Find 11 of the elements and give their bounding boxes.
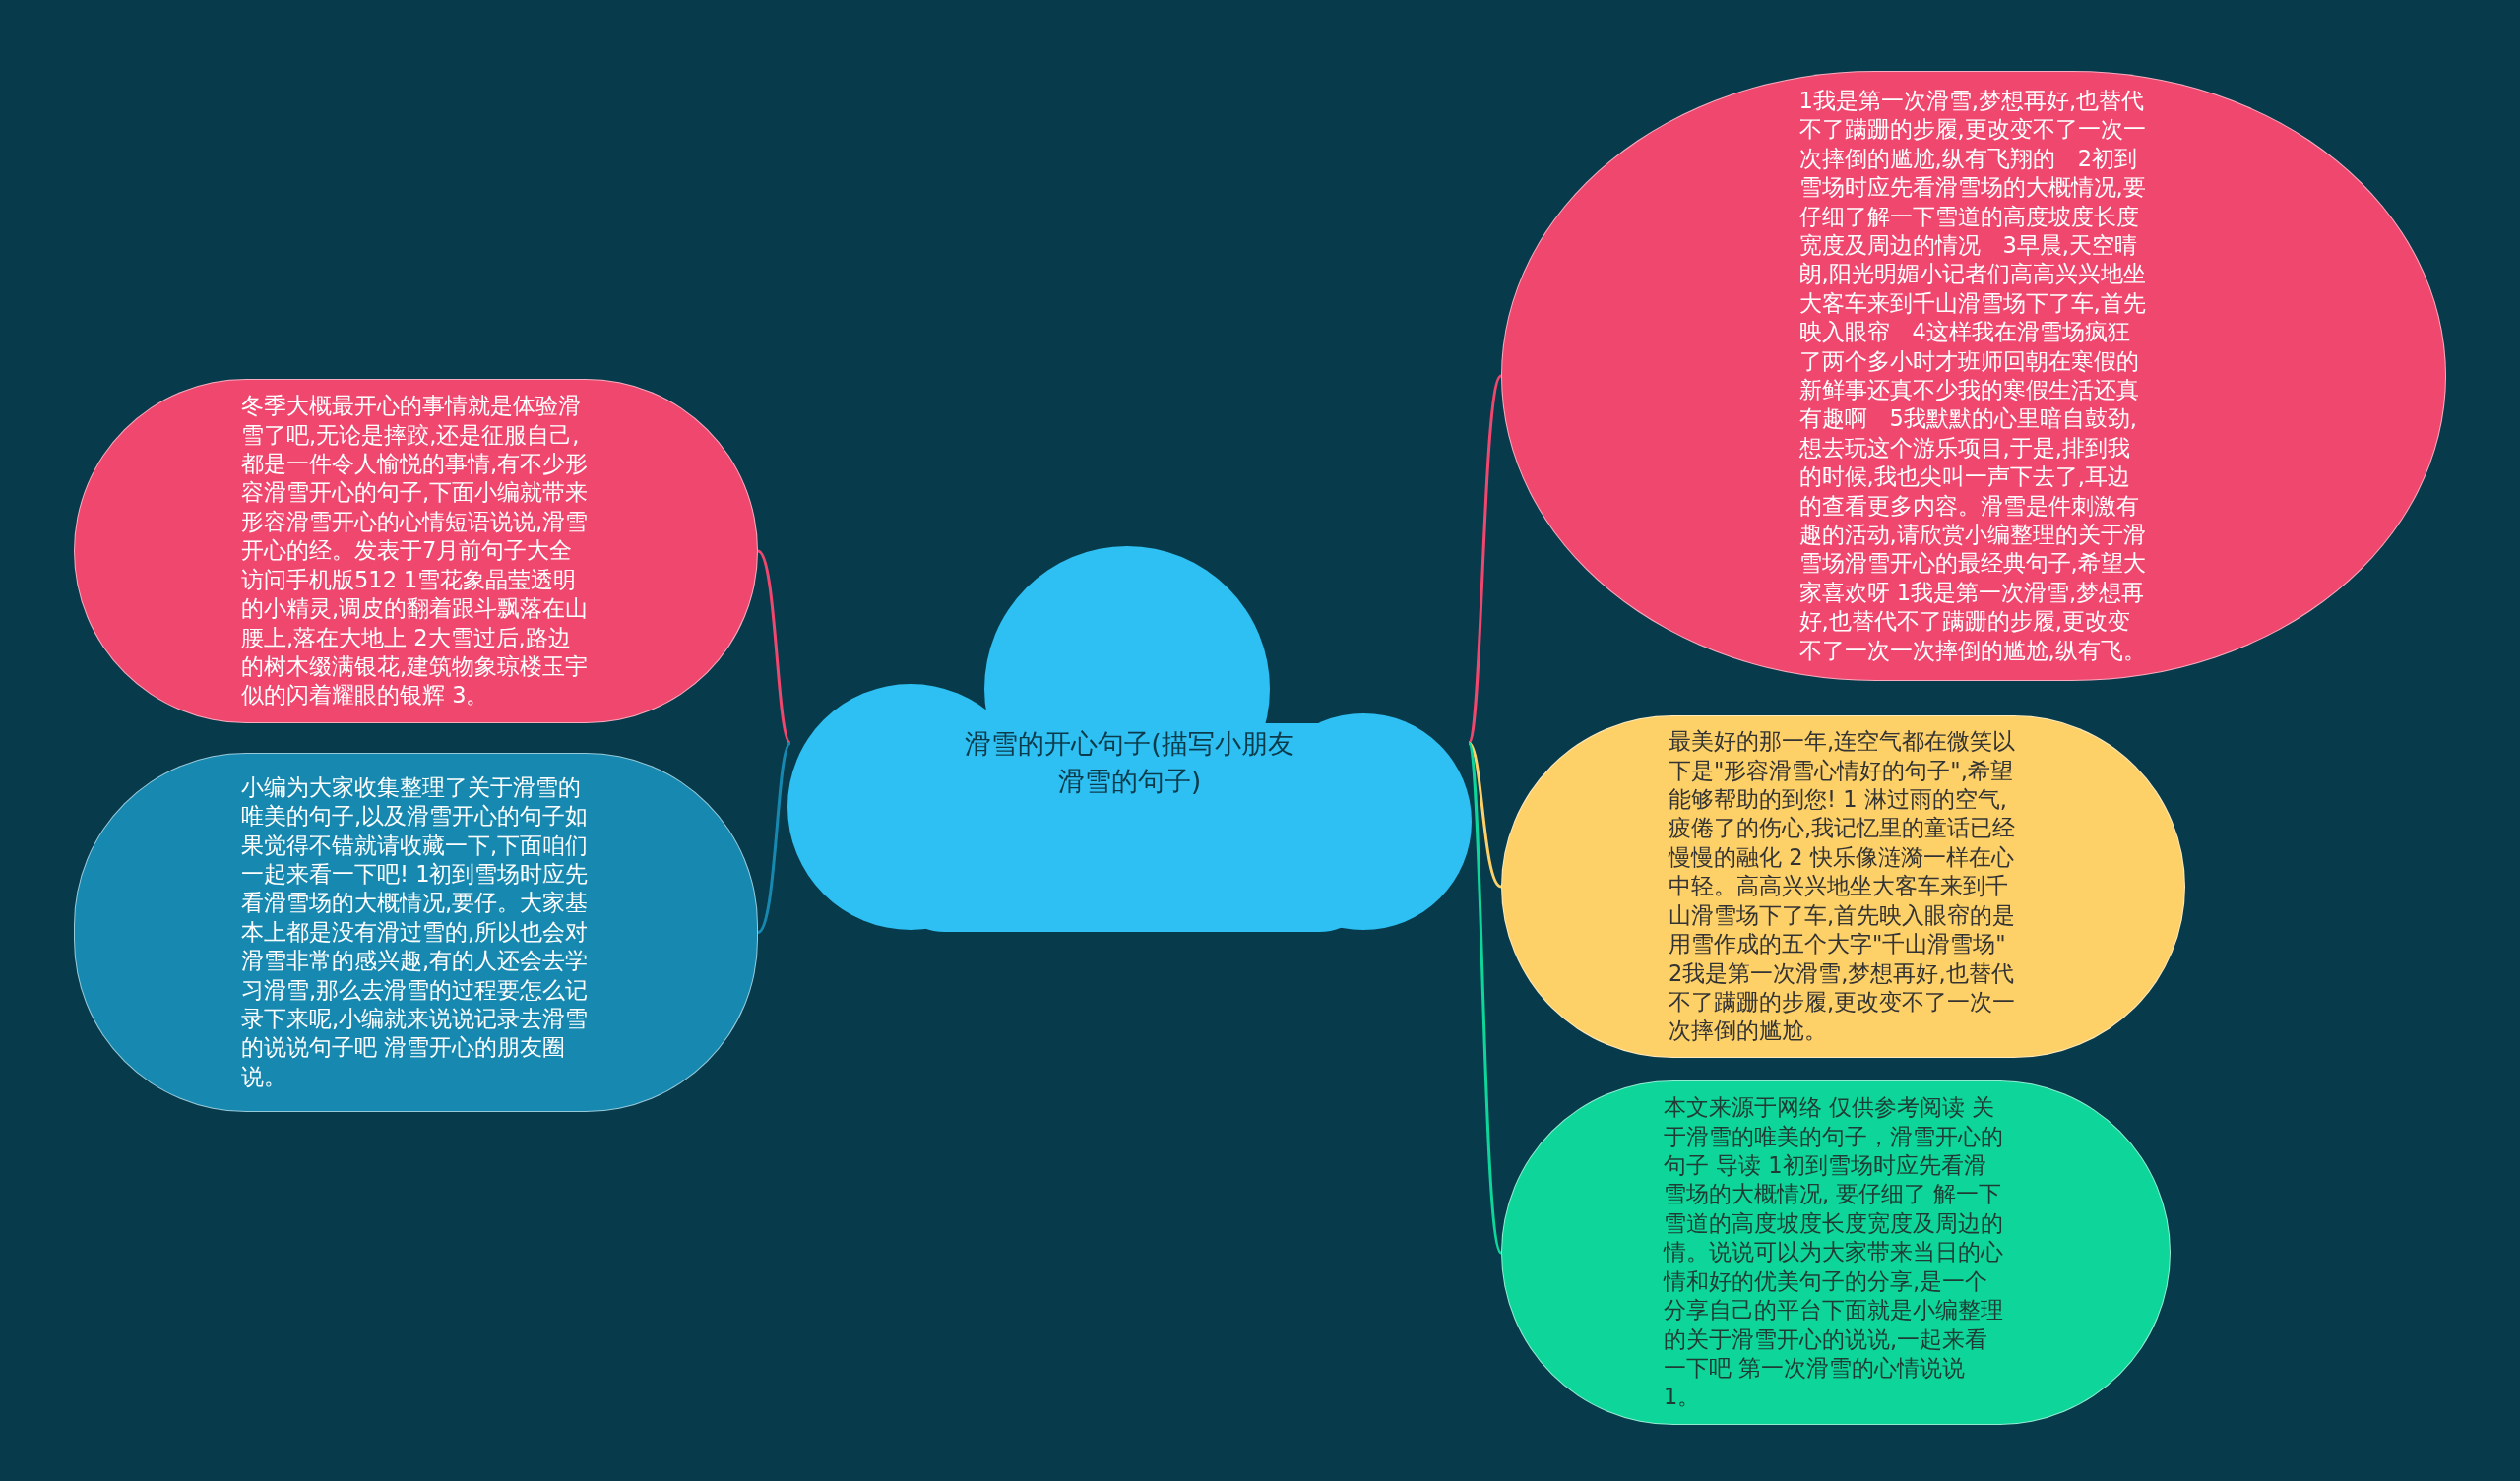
- paragraph-text: 最美好的那一年,连空气都在微笑以下是"形容滑雪心情好的句子",希望能够帮助的到您! 1 淋过雨的空气,疲倦了的伤心,我记忆里的童话已经慢慢的融化 2 快乐像涟漪一样在心中轻。高高兴兴地坐大客车来到千山滑雪场下了车,首先映入眼帘的是用雪作成的五个大字"千山滑雪场" 2我是第一次滑雪,梦想再好,也替代不了蹒跚的步履,更改变不了一次一次摔倒的尴尬。: [1669, 727, 2017, 1046]
- topic-title: 滑雪的开心句子(描写小朋友滑雪的句子): [964, 726, 1295, 798]
- connector-line: [1467, 742, 1503, 1254]
- paragraph-text: 1我是第一次滑雪,梦想再好,也替代不了蹒跚的步履,更改变不了一次一次摔倒的尴尬,纵有飞翔的 2初到雪场时应先看滑雪场的大概情况,要仔细了解一下雪道的高度坡度长度宽度及周边的情况 3早晨,天空晴朗,阳光明媚小记者们高高兴兴地坐大客车来到千山滑雪场下了车,首先映入眼帘 4这样我在滑雪场疯狂了两个多小时才班师回朝在寒假的新鲜事还真不少我的寒假生活还真有趣啊 5我默默的心里暗自鼓劲,想去玩这个游乐项目,于是,排到我的时候,我也尖叫一声下去了,耳边的查看更多内容。滑雪是件刺激有趣的活动,请欣赏小编整理的关于滑雪场滑雪开心的最经典句子,希望大家喜欢呀 1我是第一次滑雪,梦想再好,也替代不了蹒跚的步履,更改变不了一次一次摔倒的尴尬,纵有飞。: [1798, 86, 2147, 665]
- paragraph-text: 本文来源于网络 仅供参考阅读 关于滑雪的唯美的句子，滑雪开心的句子 导读 1初到雪场时应先看滑雪场的大概情况, 要仔细了 解一下雪道的高度坡度长度宽度及周边的情。说说可以为大家带来当日的心情和好的优美句子的分享,是一个分享自己的平台下面就是小编整理的关于滑雪开心的说说,一起来看一下吧 第一次滑雪的心情说说 1。: [1664, 1093, 2004, 1412]
- connector-line: [757, 742, 792, 934]
- connector-line: [757, 549, 792, 744]
- paragraph-text: 小编为大家收集整理了关于滑雪的唯美的句子,以及滑雪开心的句子如果觉得不错就请收藏一下,下面咱们一起来看一下吧! 1初到雪场时应先看滑雪场的大概情况,要仔。大家基本上都是没有滑过雪的,所以也会对滑雪非常的感兴趣,有的人还会去学习滑雪,那么去滑雪的过程要怎么记录下来呢,小编就来说说记录去滑雪的说说句子吧 滑雪开心的朋友圈说。: [241, 772, 590, 1091]
- connector-line: [1467, 375, 1503, 744]
- paragraph-text: 冬季大概最开心的事情就是体验滑雪了吧,无论是摔跤,还是征服自己,都是一件令人愉悦的事情,有不少形容滑雪开心的句子,下面小编就带来形容滑雪开心的心情短语说说,滑雪开心的经。发表于7月前句子大全访问手机版512 1雪花象晶莹透明的小精灵,调皮的翻着跟斗飘落在山腰上,落在大地上 2大雪过后,路边的树木缀满银花,建筑物象琼楼玉宇似的闪着耀眼的银辉 3。: [241, 392, 590, 710]
- connector-line: [1468, 741, 1502, 889]
